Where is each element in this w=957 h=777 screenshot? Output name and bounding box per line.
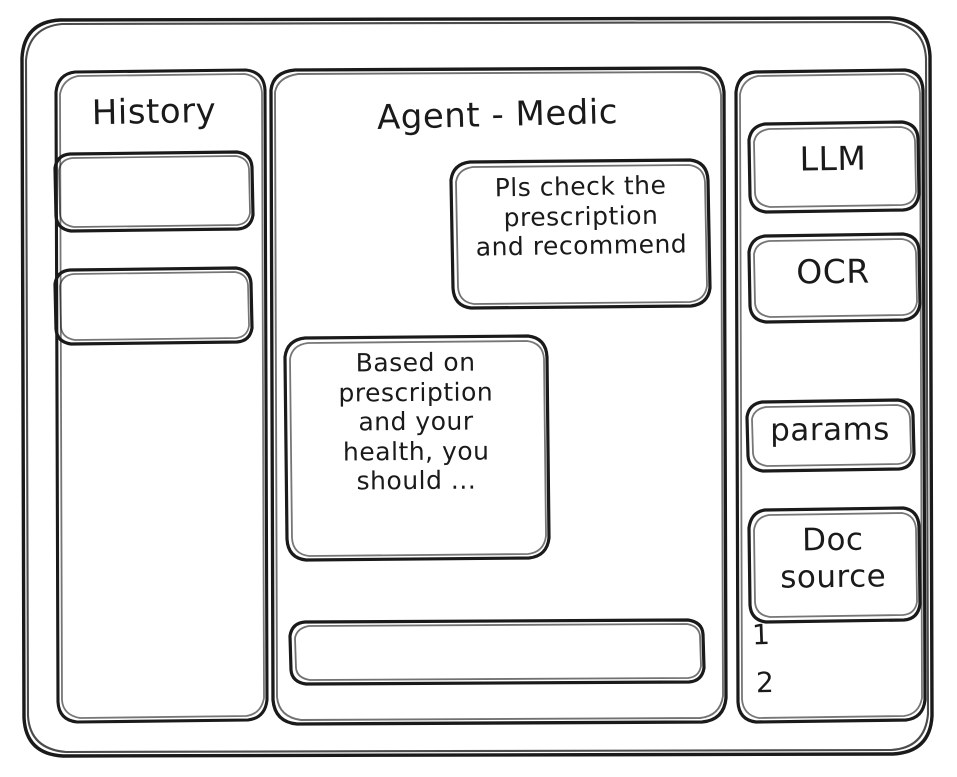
ocr-button[interactable]: [749, 234, 920, 322]
history-item-1[interactable]: [55, 152, 253, 231]
user-message-bubble: [451, 160, 710, 308]
llm-button[interactable]: [749, 122, 919, 212]
params-button[interactable]: [747, 400, 914, 471]
message-composer-input[interactable]: [290, 620, 704, 684]
assistant-message-bubble: [285, 336, 549, 560]
history-item-2[interactable]: [55, 268, 252, 344]
doc-source-button[interactable]: [749, 508, 920, 622]
